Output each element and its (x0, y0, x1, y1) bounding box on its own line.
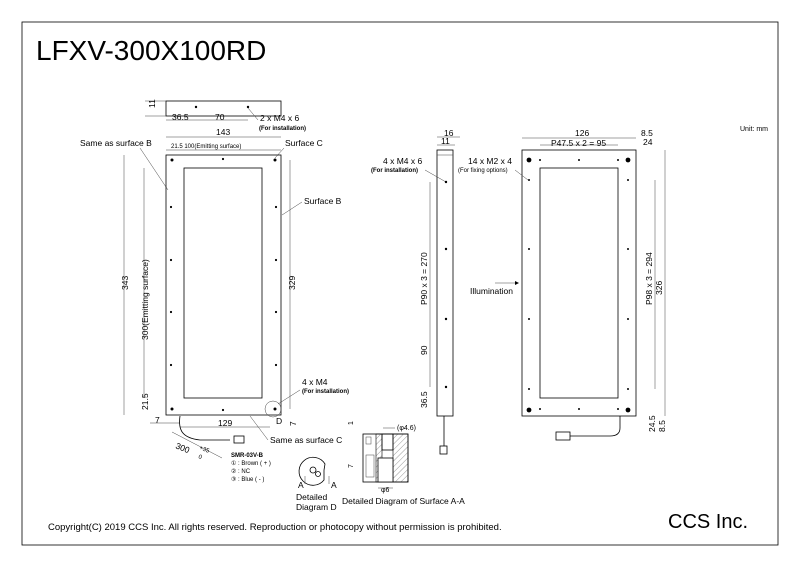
dimension-label: 90 (419, 345, 429, 355)
dimension-label: (For installation) (371, 168, 418, 174)
dimension-label: P90 x 3 = 270 (419, 252, 429, 305)
dimension-label: Same as surface C (270, 435, 342, 445)
dimension-label: φ6 (381, 487, 390, 494)
dimension-label: 300 (174, 441, 191, 456)
company-name: CCS Inc. (668, 511, 748, 533)
dimension-label: ② : NC (231, 468, 251, 475)
dimension-label: Detailed Diagram of Surface A-A (342, 496, 465, 506)
dimension-label: Diagram D (296, 502, 337, 512)
dimension-label: 129 (218, 418, 232, 428)
dimension-label: 4 x M4 x 6 (383, 156, 422, 166)
sheet-border (21, 21, 779, 546)
dimension-label: +35 (198, 445, 210, 455)
detail-d: A A Detailed Diagram D (296, 456, 337, 512)
copyright-notice: Copyright(C) 2019 CCS Inc. All rights re… (48, 522, 502, 533)
dimension-label: (For installation) (302, 389, 349, 395)
dimension-label: 329 (287, 276, 297, 290)
dimension-label: A (298, 480, 304, 490)
dimension-label: 4 x M4 (302, 377, 328, 387)
dimension-label: 14 x M2 x 4 (468, 156, 512, 166)
unit-label: Unit: mm (740, 126, 768, 133)
dimension-label: Surface B (304, 196, 342, 206)
dimension-label: 11 (147, 99, 157, 108)
drawing-title: LFXV-300X100RD (36, 35, 266, 66)
dimension-label: 8.5 (641, 128, 653, 138)
dimension-label: ① : Brown ( + ) (231, 460, 271, 467)
dimension-label: Surface C (285, 138, 323, 148)
dimension-label: P47.5 x 2 = 95 (551, 138, 606, 148)
dimension-label: A (331, 480, 337, 490)
dimension-label: Same as surface B (80, 138, 152, 148)
dimension-label: 300(Emitting surface) (140, 259, 150, 340)
dimension-label: (φ4.6) (397, 425, 416, 432)
dimension-label: 24.5 (647, 415, 657, 432)
dimension-label: 8.5 (657, 420, 667, 432)
front-view: 143 21.5 100(Emitting surface) Same as s… (80, 127, 349, 483)
dimension-label: 2 x M4 x 6 (260, 113, 299, 123)
dimension-label: 11 (441, 136, 450, 146)
dimension-label: 143 (216, 127, 230, 137)
dimension-label: (For fixing options) (458, 168, 508, 174)
dimension-label: 36.5 (172, 112, 189, 122)
dimension-label: (For installation) (259, 126, 306, 132)
dimension-label: 21.5 (140, 393, 150, 410)
dimension-label: 126 (575, 128, 589, 138)
dimension-label: 36.5 (419, 391, 429, 408)
dimension-label: 70 (215, 112, 225, 122)
dimension-label: 16 (444, 128, 454, 138)
dimension-label: 7 (155, 415, 160, 425)
dimension-label: 24 (643, 137, 653, 147)
dimension-label: Detailed (296, 492, 327, 502)
dimension-label: 0 (197, 454, 203, 461)
dimension-label: ③ : Blue ( - ) (231, 476, 264, 483)
dimension-label: SMR-03V-B (231, 453, 264, 459)
dimension-label: 1 (348, 421, 355, 425)
dimension-label: D (276, 416, 282, 426)
detail-aa: (φ4.6) 1 7 φ6 Detailed Diagram of Surfac… (342, 421, 465, 506)
side-view: 16 11 4 x M4 x 6 (For installation) P90 … (371, 128, 519, 455)
dimension-label: 7 (288, 421, 298, 426)
dimension-label: 7 (348, 464, 355, 468)
right-view: 126 P47.5 x 2 = 95 8.5 24 14 x M2 x 4 (F… (458, 128, 667, 441)
dimension-label: 21.5 100(Emitting surface) (171, 144, 241, 150)
top-view: 11 36.5 70 2 x M4 x 6 (For installation) (145, 99, 306, 132)
dimension-label: 343 (120, 276, 130, 290)
dimension-label: 326 (654, 281, 664, 295)
dimension-label: P98 x 3 = 294 (644, 252, 654, 305)
dimension-label: Illumination (470, 286, 513, 296)
